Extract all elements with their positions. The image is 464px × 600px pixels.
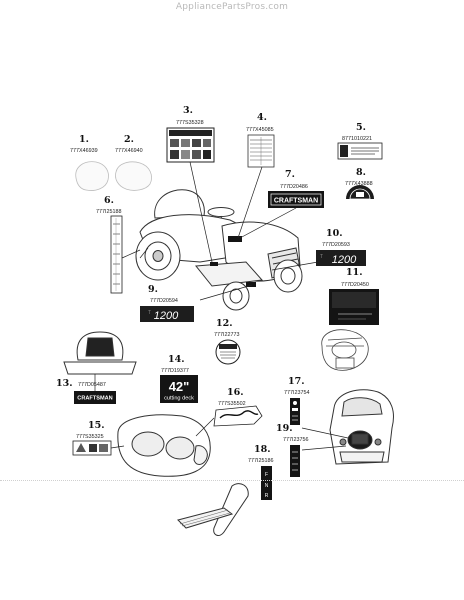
mower-deck [195,261,264,287]
craftsman-seat-decal [74,391,116,404]
part-11[interactable]: 11. 777D20450 [321,267,379,371]
part-13[interactable]: 13. 777D05487 CRAFTSMAN [56,331,137,404]
part-10-number: 10. [326,228,343,239]
part-10-part-number: 777D20593 [322,242,350,248]
svg-text:N: N [265,483,269,489]
side-decal-left-shape [75,161,109,191]
part-17-part-number: 777I23754 [284,390,309,396]
part-12-number: 12. [216,318,233,329]
part-14-number: 14. [168,354,185,365]
part-11-part-number: 777D20450 [341,282,369,288]
shift-pattern-decal [261,466,272,500]
part-16[interactable]: 16. 777S35502 [195,387,263,437]
tractor-seat [154,189,205,219]
part-9[interactable]: 9. 777D20594 T 1200 [140,284,194,322]
part-9-part-number: 777D20594 [150,298,178,304]
drive-pedal-illustration [177,483,249,536]
part-12-part-number: 777I22773 [214,332,239,338]
attachment-clutch-decal [290,445,300,477]
throttle-decal [290,398,300,425]
part-5[interactable]: 5. 8771010221 [337,122,383,160]
part-6-number: 6. [104,195,114,206]
part-5-part-number: 8771010221 [342,136,372,142]
scan-artifact-line [0,480,464,482]
part-9-number: 9. [148,284,158,295]
deck-caption-text: cutting deck [164,396,194,402]
part-13-part-number: 777D05487 [78,382,106,388]
side-decal-right-shape [115,161,152,191]
part-7-part-number: 777D20486 [280,184,308,190]
engine-illustration [321,329,369,371]
part-17[interactable]: 17. 777I23754 [284,376,309,425]
mower-deck-illustration [117,414,211,477]
svg-text:F: F [265,472,268,478]
cutting-deck-42-decal [160,375,198,403]
watermark: AppliancePartsPros.com [175,2,289,12]
lawn-tractor [135,189,303,311]
part-2-number: 2. [124,134,134,145]
dashboard-illustration [329,389,394,465]
part-18[interactable]: 18. 777I25186 F N R [177,444,273,536]
part-4-part-number: 777X45085 [246,127,274,133]
height-of-cut-decal [110,215,123,294]
leader-lines [121,161,319,301]
svg-text:T: T [148,310,151,316]
svg-text:T: T [320,254,323,260]
part-3-part-number: 777S35328 [176,120,204,126]
seat-illustration [63,331,137,375]
part-19-number: 19. [276,423,293,434]
part-4[interactable]: 4. 777X45085 [246,112,275,168]
part-16-number: 16. [227,387,244,398]
svg-text:R: R [265,493,269,499]
part-8-part-number: 777X43888 [345,181,373,187]
part-3-number: 3. [183,105,193,116]
part-2[interactable]: 2. 777X46940 [115,134,152,191]
model-1200-decal-left [140,306,194,322]
part-2-part-number: 777X46940 [115,148,143,154]
model-1200-text-left: 1200 [154,310,179,322]
part-4-number: 4. [257,112,267,123]
craftsman-seat-text: CRAFTSMAN [77,396,112,402]
model-1200-decal-right [316,250,366,266]
part-12[interactable]: 12. 777I22773 [214,318,241,365]
part-19-part-number: 777I23756 [283,437,308,443]
part-7[interactable]: 7. 777D20486 CRAFTSMAN [268,169,324,208]
part-7-number: 7. [285,169,295,180]
model-1200-text-right: 1200 [332,254,357,266]
part-6[interactable]: 6. 777I25188 [96,195,123,294]
part-14[interactable]: 14. 777D19377 42" cutting deck [160,354,198,403]
part-8-number: 8. [356,167,366,178]
craftsman-hood-decal [268,191,324,208]
part-6-part-number: 777I25188 [96,209,121,215]
steering-wheel [207,207,235,217]
part-14-part-number: 777D19377 [161,368,189,374]
part-11-number: 11. [346,267,363,278]
part-1-number: 1. [79,134,89,145]
craftsman-hood-text: CRAFTSMAN [274,198,318,205]
part-5-number: 5. [356,122,366,133]
deck-size-text: 42" [169,379,190,394]
part-1-part-number: 777X46939 [70,148,98,154]
part-1[interactable]: 1. 777X46939 [70,134,109,191]
part-15-number: 15. [88,420,105,431]
deck-craftsman-script-decal [213,405,263,427]
part-15-part-number: 777S35325 [76,434,104,440]
part-18-part-number: 777I25186 [248,458,273,464]
control-panel-decal-header [169,130,212,136]
part-18-number: 18. [254,444,271,455]
part-15[interactable]: 15. 777S35325 [72,414,211,477]
part-13-number: 13. [56,378,73,389]
part-8[interactable]: 8. 777X43888 [345,167,374,200]
part-19[interactable]: 19. 777I23756 [276,423,349,477]
part-10[interactable]: 10. 777D20593 T 1200 [316,228,366,266]
part-17-number: 17. [288,376,305,387]
part-16-part-number: 777S35502 [218,401,246,407]
part-3[interactable]: 3. 777S35328 [166,105,215,163]
